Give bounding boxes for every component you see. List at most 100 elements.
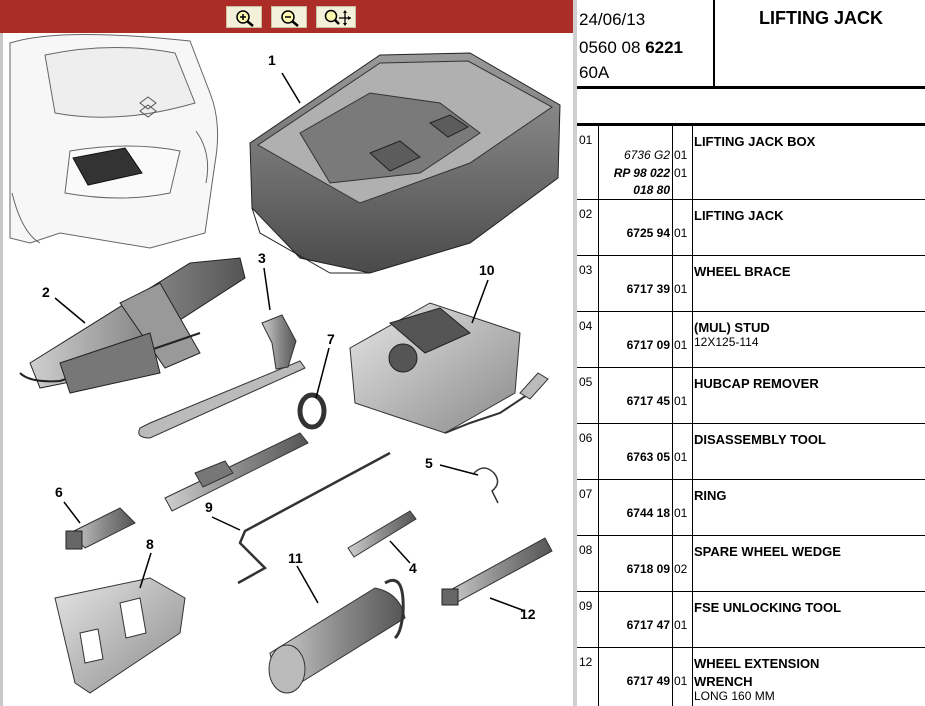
part-row-01[interactable]: 01 6736 G2 RP 98 022 018 80 01 01 LIFTIN… xyxy=(577,126,925,200)
header-info: 24/06/13 0560 08 6221 60A xyxy=(577,0,715,86)
callout-6: 6 xyxy=(55,484,63,500)
header-date: 24/06/13 xyxy=(579,10,646,29)
spare-wheel-wedge-illustration xyxy=(54,577,186,694)
page-title: LIFTING JACK xyxy=(759,8,883,28)
part-row-06[interactable]: 06 6763 05 01 DISASSEMBLY TOOL xyxy=(577,424,925,480)
part-qty: 01 xyxy=(674,618,688,632)
part-qty: 01 xyxy=(674,166,688,180)
part-desc: LIFTING JACK xyxy=(694,208,784,223)
part-index: 01 xyxy=(579,133,593,147)
part-desc: FSE UNLOCKING TOOL xyxy=(694,600,842,615)
callout-10: 10 xyxy=(479,262,495,278)
disassembly-tool-illustration xyxy=(65,507,136,550)
part-ref: 6744 18 xyxy=(626,506,670,520)
part-index: 09 xyxy=(579,599,593,613)
callout-leaders xyxy=(54,72,526,612)
part-desc: SPARE WHEEL WEDGE xyxy=(694,544,841,559)
part-qty: 01 xyxy=(674,282,688,296)
part-desc: WHEEL BRACE xyxy=(694,264,791,279)
callout-3: 3 xyxy=(258,250,266,266)
part-index: 02 xyxy=(579,207,593,221)
part-row-07[interactable]: 07 6744 18 01 RING xyxy=(577,480,925,536)
stud-illustration xyxy=(347,510,417,558)
zoom-pan-button[interactable] xyxy=(316,6,356,28)
compressor-kit-illustration xyxy=(349,302,549,434)
pane-divider[interactable] xyxy=(573,0,577,706)
lifting-jack-box-illustration xyxy=(249,52,561,274)
callout-2: 2 xyxy=(42,284,50,300)
part-ref: 6725 94 xyxy=(626,226,670,240)
header-code-number: 6221 xyxy=(645,38,684,57)
part-qty: 01 xyxy=(674,450,688,464)
zoom-move-icon xyxy=(324,9,351,26)
part-ref: 6763 05 xyxy=(626,450,670,464)
zoom-in-icon xyxy=(236,10,254,27)
lifting-jack-illustration xyxy=(19,257,246,394)
callout-12: 12 xyxy=(520,606,536,622)
part-note: LONG 160 MM xyxy=(694,689,775,703)
header-divider xyxy=(577,86,925,89)
part-ref: 6718 09 xyxy=(626,562,670,576)
part-desc: (MUL) STUD xyxy=(694,320,770,335)
part-index: 08 xyxy=(579,543,593,557)
part-index: 12 xyxy=(579,655,593,669)
callout-4: 4 xyxy=(409,560,417,576)
part-qty: 01 xyxy=(674,394,688,408)
hubcap-remover-illustration xyxy=(473,467,499,504)
part-index: 03 xyxy=(579,263,593,277)
part-ref: 6717 45 xyxy=(626,394,670,408)
callout-1: 1 xyxy=(268,52,276,68)
toolbar xyxy=(0,0,573,33)
part-desc: LIFTING JACK BOX xyxy=(694,134,816,149)
part-ref: 6717 49 xyxy=(626,674,670,688)
part-qty: 01 xyxy=(674,674,688,688)
header-code-prefix: 0560 08 xyxy=(579,38,641,57)
part-ref: 6717 09 xyxy=(626,338,670,352)
part-row-03[interactable]: 03 6717 39 01 WHEEL BRACE xyxy=(577,256,925,312)
part-ref: 6717 39 xyxy=(626,282,670,296)
part-desc: WHEEL EXTENSION WRENCH xyxy=(694,656,820,689)
callout-8: 8 xyxy=(146,536,154,552)
part-row-04[interactable]: 04 6717 09 01 (MUL) STUD 12X125-114 xyxy=(577,312,925,368)
part-index: 07 xyxy=(579,487,593,501)
part-index: 04 xyxy=(579,319,593,333)
header-divider-2 xyxy=(577,123,925,126)
part-qty: 02 xyxy=(674,562,688,576)
part-row-08[interactable]: 08 6718 09 02 SPARE WHEEL WEDGE xyxy=(577,536,925,592)
pane-edge xyxy=(0,33,3,706)
car-rear-illustration xyxy=(9,34,219,249)
callout-5: 5 xyxy=(425,455,433,471)
wheel-brace-illustration xyxy=(138,314,306,439)
callout-11: 11 xyxy=(288,550,303,566)
exploded-parts-diagram: 1 2 3 4 5 6 7 8 9 10 11 12 xyxy=(9,34,561,694)
callout-7: 7 xyxy=(327,331,335,347)
part-row-05[interactable]: 05 6717 45 01 HUBCAP REMOVER xyxy=(577,368,925,424)
callout-9: 9 xyxy=(205,499,213,515)
cylinder-illustration xyxy=(268,578,406,694)
unlocking-tool-illustration xyxy=(237,451,391,585)
zoom-in-button[interactable] xyxy=(226,6,262,28)
part-row-09[interactable]: 09 6717 47 01 FSE UNLOCKING TOOL xyxy=(577,592,925,648)
part-row-12[interactable]: 12 6717 49 01 WHEEL EXTENSION WRENCH LON… xyxy=(577,648,925,706)
part-ref: 6736 G2 xyxy=(623,148,670,162)
part-desc: HUBCAP REMOVER xyxy=(694,376,819,391)
part-desc: DISASSEMBLY TOOL xyxy=(694,432,826,447)
part-ref: 018 80 xyxy=(633,183,670,197)
part-index: 05 xyxy=(579,375,593,389)
part-index: 06 xyxy=(579,431,593,445)
header-sub: 60A xyxy=(579,63,610,82)
zoom-out-button[interactable] xyxy=(271,6,307,28)
part-qty: 01 xyxy=(674,338,688,352)
header-code: 0560 08 6221 xyxy=(577,37,683,59)
part-desc: RING xyxy=(694,488,727,503)
part-note: 12X125-114 xyxy=(694,335,759,349)
part-row-02[interactable]: 02 6725 94 01 LIFTING JACK xyxy=(577,200,925,256)
part-qty: 01 xyxy=(674,226,688,240)
part-ref: RP 98 022 xyxy=(613,166,670,180)
parts-list-pane: 24/06/13 0560 08 6221 60A LIFTING JACK 0… xyxy=(577,0,925,706)
diagram-pane: 1 2 3 4 5 6 7 8 9 10 11 12 xyxy=(0,0,573,706)
part-ref: 6717 47 xyxy=(626,618,670,632)
wheel-extension-wrench-illustration xyxy=(441,537,553,606)
towing-eye-illustration xyxy=(164,392,327,512)
part-qty: 01 xyxy=(674,148,688,162)
